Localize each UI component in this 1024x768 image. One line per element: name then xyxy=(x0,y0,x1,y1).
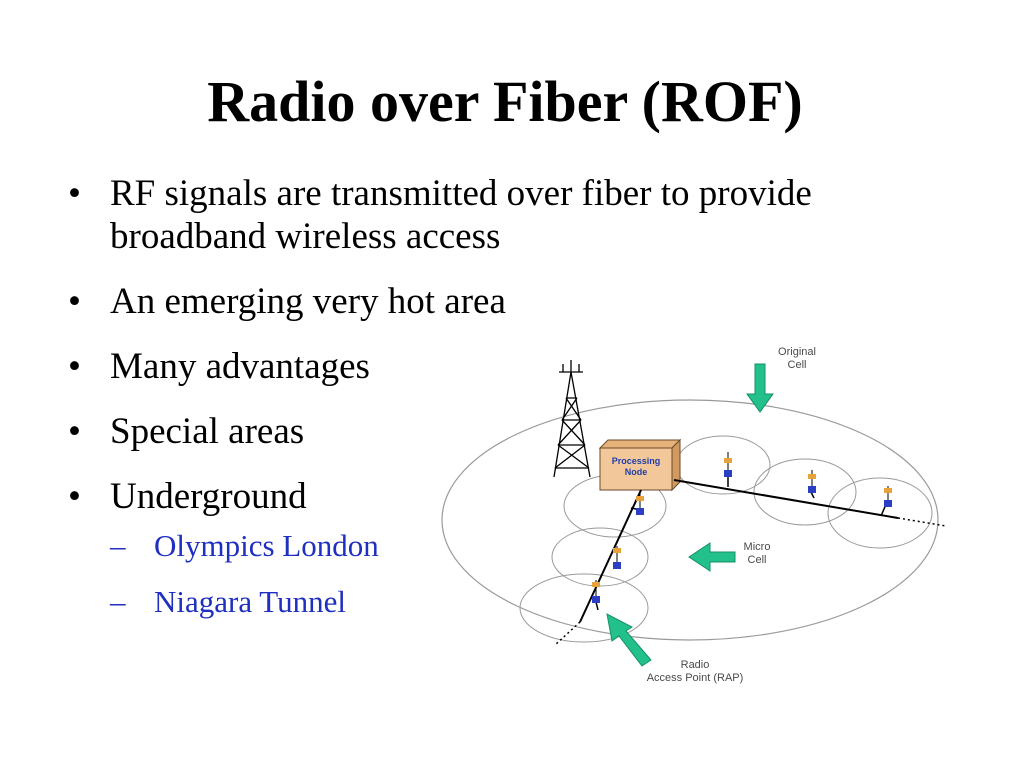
fiber-line xyxy=(579,479,899,623)
bullet-marker: • xyxy=(68,411,81,452)
bullet-text: RF signals are transmitted over fiber to… xyxy=(110,173,812,257)
sub-bullet-list: – Olympics London – Niagara Tunnel xyxy=(110,528,848,620)
antenna-tower-icon xyxy=(553,360,591,478)
micro-cell-arrow-icon xyxy=(688,542,736,572)
rap-label: Radio xyxy=(681,659,710,671)
bullet-text: Underground xyxy=(110,476,307,517)
bullet-item: • Special areas xyxy=(68,410,848,453)
sub-bullet-text: Olympics London xyxy=(154,528,379,563)
micro-cell-label: Cell xyxy=(748,554,767,566)
processing-node-label: Node xyxy=(625,467,648,477)
rap-arrow-icon xyxy=(606,613,652,667)
bullet-text: Special areas xyxy=(110,411,305,452)
rap-label: Access Point (RAP) xyxy=(647,672,744,684)
original-cell-ellipse xyxy=(441,399,939,641)
original-cell-arrow-icon xyxy=(746,363,774,413)
bullet-item: • RF signals are transmitted over fiber … xyxy=(68,172,870,258)
micro-cell-ellipse xyxy=(675,435,771,495)
slide-title: Radio over Fiber (ROF) xyxy=(207,69,803,134)
bullet-item: • An emerging very hot area xyxy=(68,280,848,323)
rap-antenna-icon xyxy=(636,492,644,515)
original-cell-label: Cell xyxy=(788,359,807,371)
original-cell-label: Original xyxy=(778,346,816,358)
bullet-marker: • xyxy=(68,281,81,322)
micro-cell-ellipse xyxy=(827,477,933,549)
rap-antenna-icon xyxy=(592,580,600,603)
bullet-text: Many advantages xyxy=(110,346,370,387)
bullet-marker: • xyxy=(68,173,81,214)
bullet-item: • Underground – Olympics London – Niagar… xyxy=(68,475,848,620)
bullet-marker: • xyxy=(68,346,81,387)
rap-antenna-icon xyxy=(808,470,816,493)
rap-antenna-icon xyxy=(724,452,732,477)
processing-node-box xyxy=(598,438,682,492)
rap-antenna-icon xyxy=(884,486,892,507)
processing-node-label: Processing xyxy=(612,456,661,466)
fiber-extension xyxy=(554,517,947,646)
micro-cell-ellipse xyxy=(753,458,857,526)
micro-cell-label: Micro xyxy=(744,541,771,553)
bullet-marker: • xyxy=(68,476,81,517)
bullet-item: • Many advantages xyxy=(68,345,848,388)
sub-bullet-item: – Niagara Tunnel xyxy=(110,584,848,620)
sub-bullet-item: – Olympics London xyxy=(110,528,848,564)
sub-bullet-text: Niagara Tunnel xyxy=(154,584,347,619)
bullet-list: • RF signals are transmitted over fiber … xyxy=(68,172,848,642)
sub-bullet-marker: – xyxy=(110,528,126,563)
rap-antenna-icon xyxy=(613,546,621,569)
bullet-text: An emerging very hot area xyxy=(110,281,506,322)
micro-cell-ellipse xyxy=(519,573,649,643)
sub-bullet-marker: – xyxy=(110,584,126,619)
rof-network-diagram: Processing Node Original Cell xyxy=(441,346,947,684)
